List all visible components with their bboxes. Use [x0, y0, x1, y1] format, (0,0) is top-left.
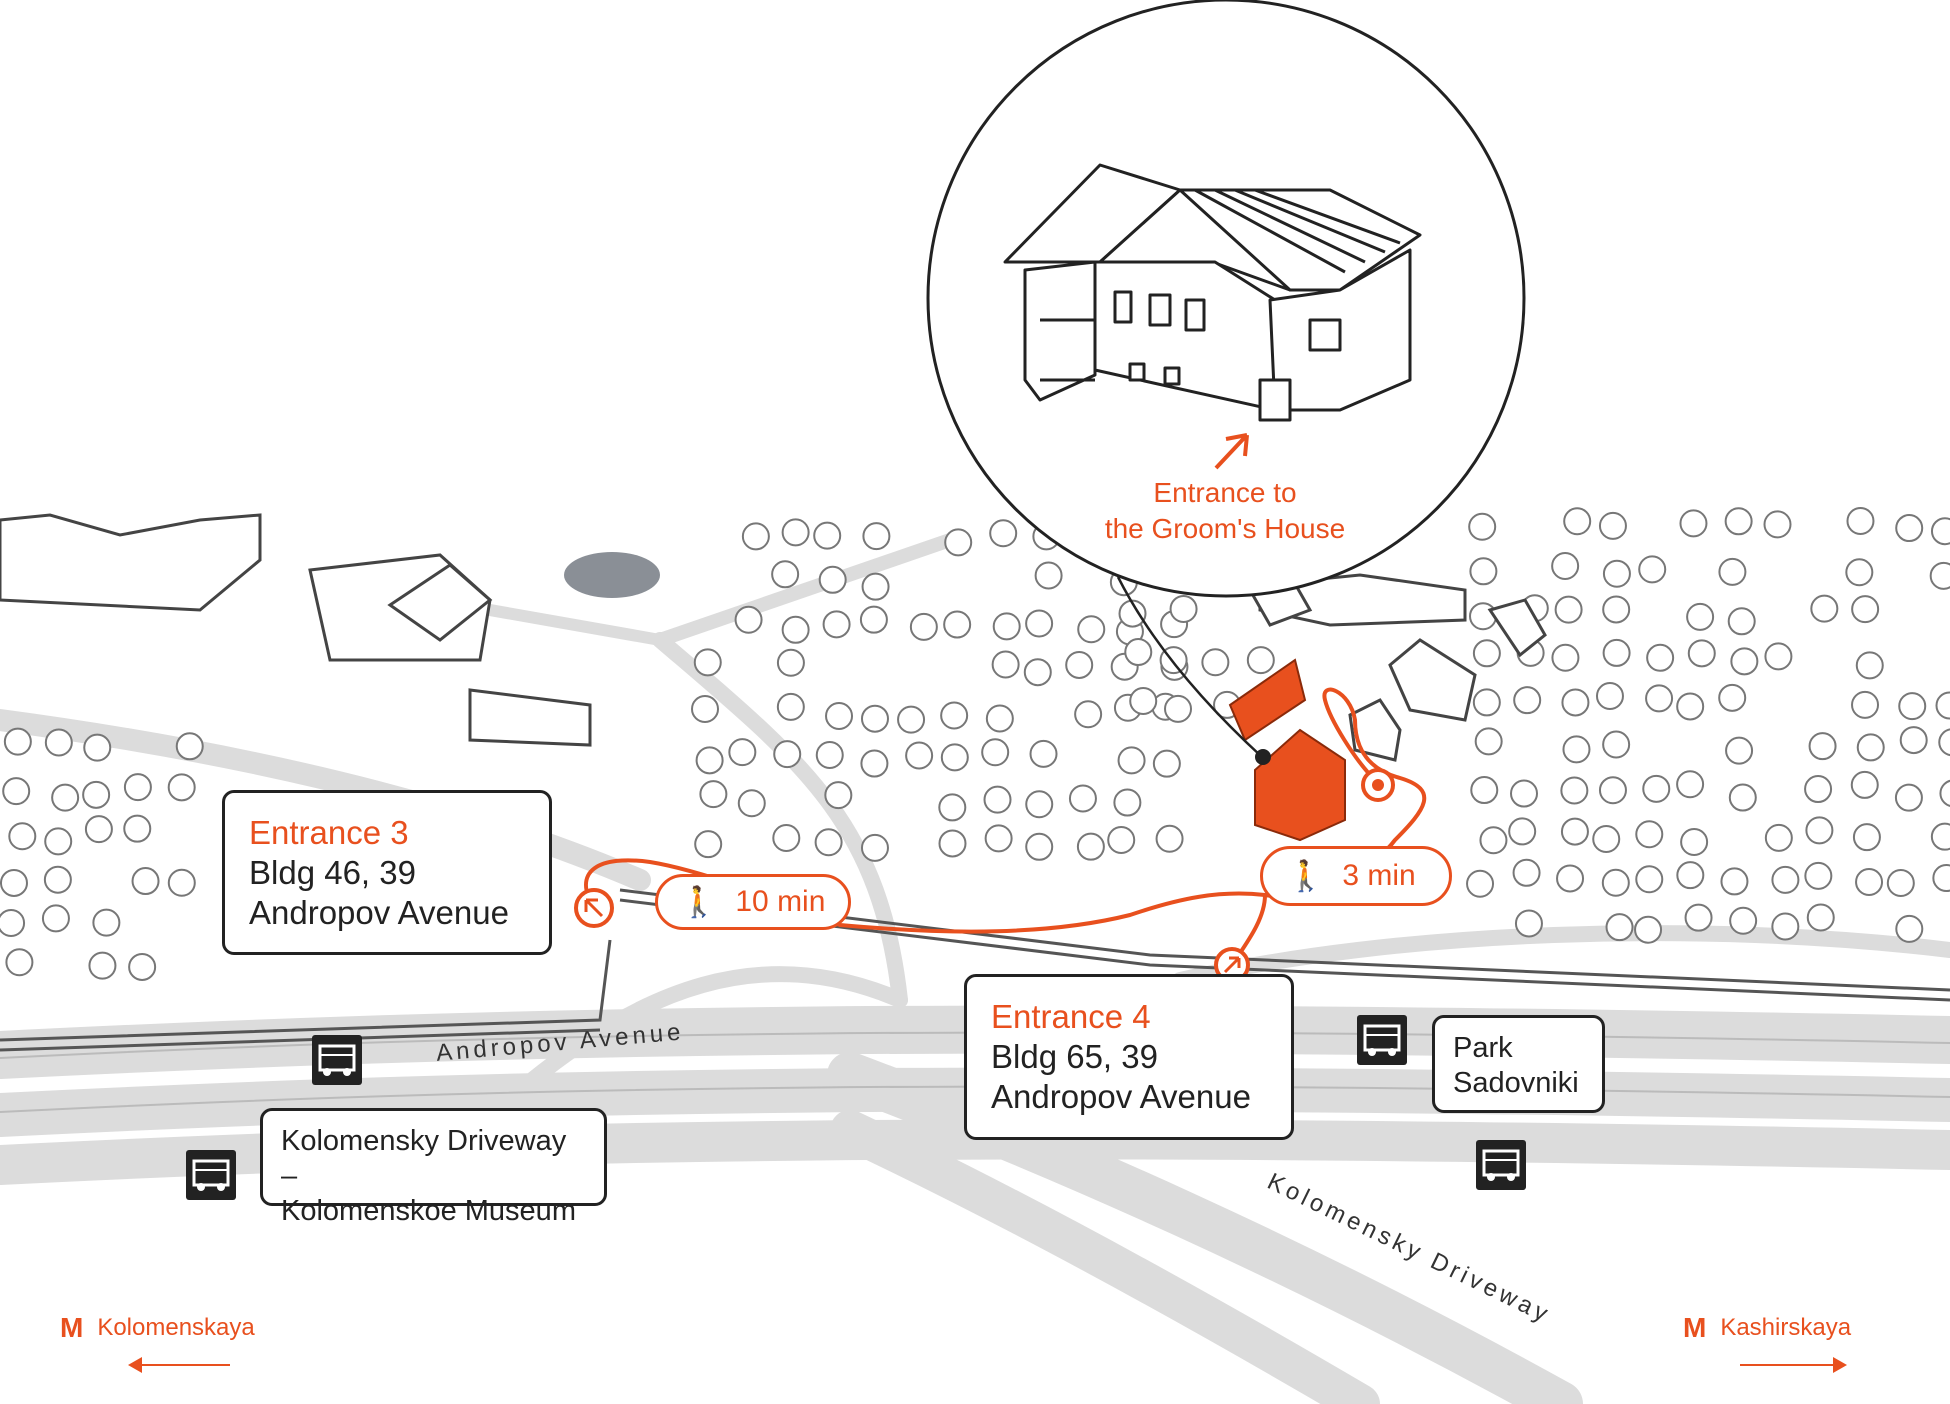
bus-stop-icon: [312, 1035, 362, 1085]
walk-time-10-label: 10 min: [735, 885, 826, 918]
bus-stop-icon: [186, 1150, 236, 1200]
pedestrian-icon: 🚶: [1287, 859, 1325, 893]
caption-line-2: the Groom's House: [1104, 513, 1346, 544]
bus-stop-kolomensky-line2: Kolomenskoe Museum: [281, 1195, 576, 1227]
walk-time-3-min: 🚶 3 min: [1260, 846, 1452, 906]
caption-line-1: Entrance to: [1153, 477, 1297, 508]
walk-time-10-min: 🚶 10 min: [655, 874, 851, 930]
bus-stop-icon: [1476, 1140, 1526, 1190]
entrance-3-street: Andropov Avenue: [249, 894, 509, 931]
bus-stop-park-sadovniki: Park Sadovniki: [1432, 1015, 1605, 1113]
metro-kashirskaya: M Kashirskaya: [1683, 1312, 1851, 1344]
metro-kolomenskaya-label: Kolomenskaya: [97, 1314, 255, 1341]
bus-stop-kolomensky-line1: Kolomensky Driveway –: [281, 1125, 567, 1192]
metro-kolomenskaya: M Kolomenskaya: [60, 1312, 255, 1344]
entrance-3-title: Entrance 3: [249, 814, 409, 851]
grooms-house-building: [1228, 658, 1346, 842]
pedestrian-icon: 🚶: [680, 885, 718, 919]
entrance-4-building: Bldg 65, 39: [991, 1038, 1158, 1075]
grooms-house-caption: Entrance to the Groom's House: [1060, 475, 1390, 547]
entrance-3-callout: Entrance 3 Bldg 46, 39 Andropov Avenue: [222, 790, 552, 955]
metro-icon: M: [60, 1312, 84, 1343]
bus-stop-sadovniki-line1: Park: [1453, 1032, 1513, 1064]
right-arrow-icon: [1740, 1364, 1835, 1366]
buildings: [0, 513, 1547, 762]
target-pin: [1255, 749, 1271, 765]
left-arrow-head: [128, 1357, 142, 1373]
metro-icon: M: [1683, 1312, 1707, 1343]
right-arrow-head: [1833, 1357, 1847, 1373]
entrance-4-title: Entrance 4: [991, 998, 1151, 1035]
entrance-4-callout: Entrance 4 Bldg 65, 39 Andropov Avenue: [964, 974, 1294, 1140]
grooms-house-illustration: [1003, 163, 1422, 422]
entrance-4-street: Andropov Avenue: [991, 1078, 1251, 1115]
walk-time-3-label: 3 min: [1342, 859, 1416, 892]
metro-kashirskaya-label: Kashirskaya: [1720, 1314, 1852, 1341]
bus-stop-kolomensky-driveway: Kolomensky Driveway – Kolomenskoe Museum: [260, 1108, 607, 1227]
entrance-arrow-icon: [1214, 433, 1249, 470]
entrance-3-building: Bldg 46, 39: [249, 854, 416, 891]
pond: [564, 552, 660, 598]
bus-stop-sadovniki-line2: Sadovniki: [1453, 1067, 1579, 1099]
bus-stop-icon: [1357, 1015, 1407, 1065]
entrance-3-marker: [574, 888, 614, 928]
destination-marker: [1361, 768, 1395, 802]
left-arrow-icon: [130, 1364, 230, 1366]
